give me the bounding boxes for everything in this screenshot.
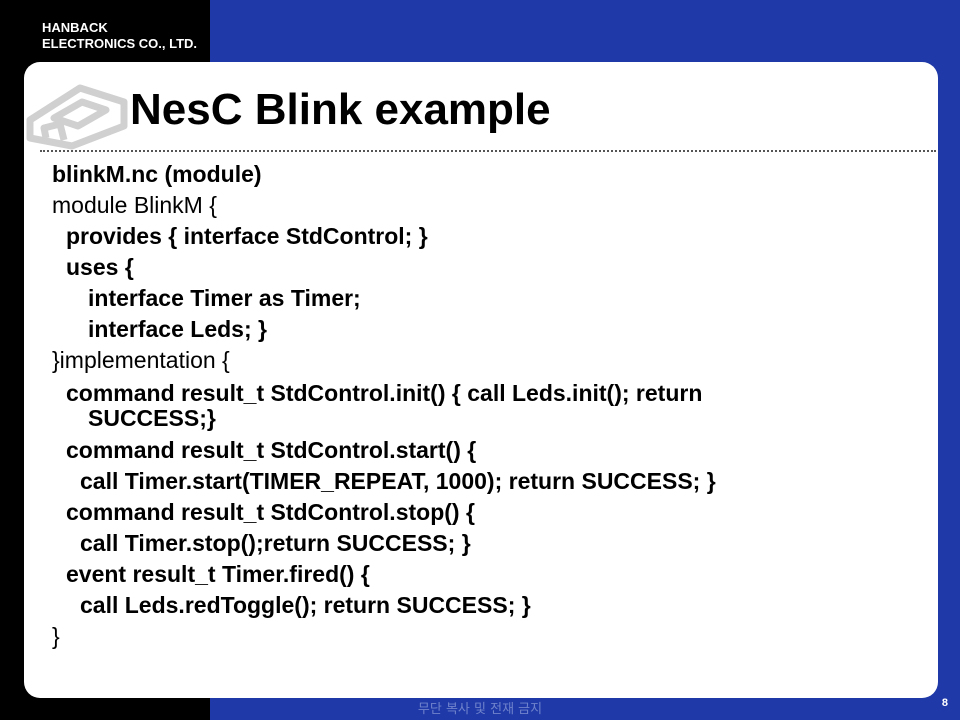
code-line-4: uses { <box>66 254 134 280</box>
code-line-6: interface Leds; } <box>88 316 267 342</box>
code-line-16: } <box>52 623 60 649</box>
code-line-1: blinkM.nc (module) <box>52 161 262 187</box>
code-line-8: command result_t StdControl.init() { cal… <box>66 380 703 406</box>
code-line-11: call Timer.start(TIMER_REPEAT, 1000); re… <box>80 468 716 494</box>
content-panel <box>24 62 938 698</box>
company-name: HANBACK ELECTRONICS CO., LTD. <box>42 20 197 52</box>
code-line-10: command result_t StdControl.start() { <box>66 437 477 463</box>
code-line-14: event result_t Timer.fired() { <box>66 561 370 587</box>
code-line-3: provides { interface StdControl; } <box>66 223 428 249</box>
code-line-2: module BlinkM { <box>52 192 217 218</box>
code-line-7: }implementation { <box>52 347 230 373</box>
code-line-15: call Leds.redToggle(); return SUCCESS; } <box>80 592 531 618</box>
code-line-5: interface Timer as Timer; <box>88 285 361 311</box>
page-number: 8 <box>941 697 948 709</box>
company-line-1: HANBACK <box>42 20 108 35</box>
title-divider <box>40 150 936 152</box>
code-line-13: call Timer.stop();return SUCCESS; } <box>80 530 471 556</box>
code-line-9: SUCCESS;} <box>88 405 216 431</box>
code-line-12: command result_t StdControl.stop() { <box>66 499 475 525</box>
company-line-2: ELECTRONICS CO., LTD. <box>42 36 198 51</box>
floppy-disk-icon <box>26 84 128 150</box>
copyright-notice: 무단 복사 및 전재 금지 <box>417 702 543 717</box>
slide-title: NesC Blink example <box>130 85 551 134</box>
